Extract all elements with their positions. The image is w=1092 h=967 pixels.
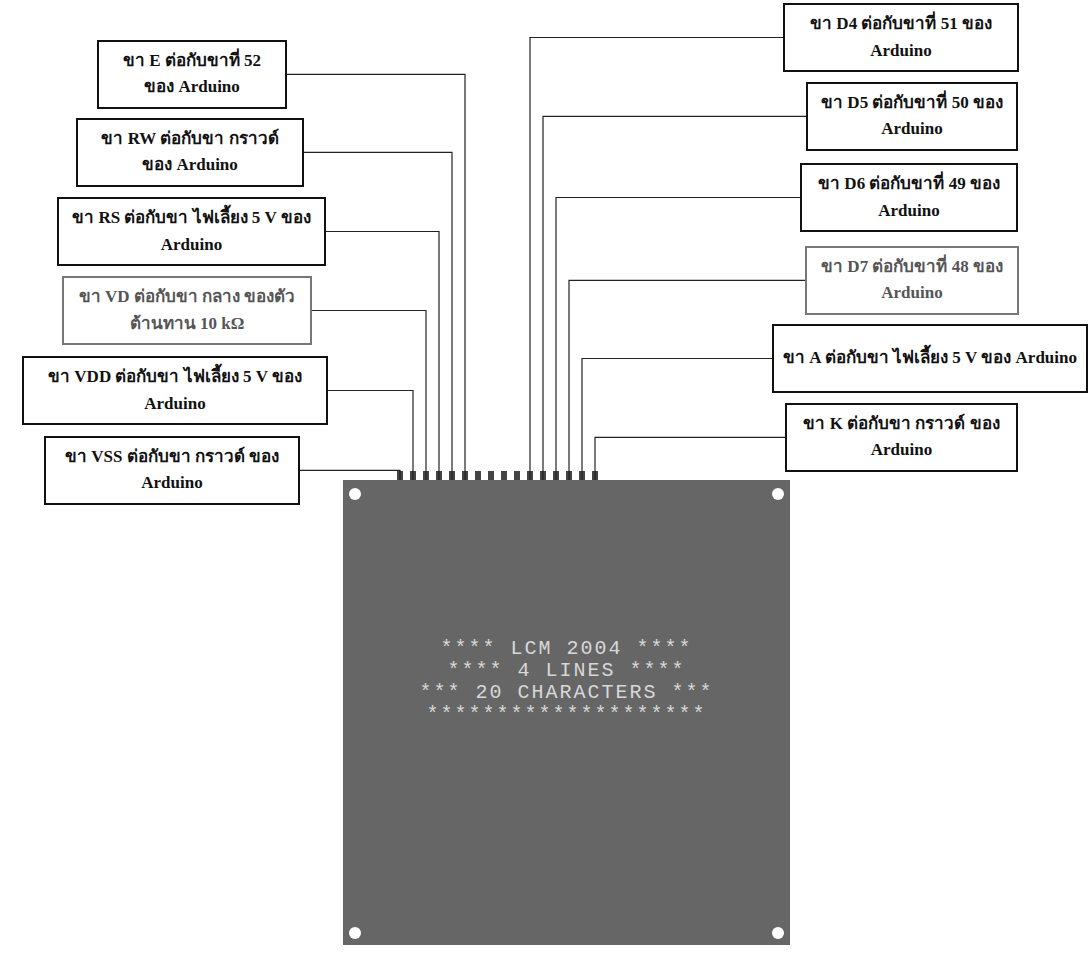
leader-wire xyxy=(595,437,785,480)
leader-wire xyxy=(312,311,426,481)
leader-wire xyxy=(328,391,413,481)
pin-description: ขา D5 ต่อกับขาที่ 50 ของ Arduino xyxy=(816,90,1008,143)
pin-description: ขา A ต่อกับขา ไฟเลี้ยง 5 V ของ Arduino xyxy=(782,345,1078,371)
leader-wire xyxy=(556,198,800,481)
pin-callout-box: ขา A ต่อกับขา ไฟเลี้ยง 5 V ของ Arduino xyxy=(772,324,1088,393)
leader-wire xyxy=(569,280,805,480)
leader-wire xyxy=(543,116,806,480)
pin-callout-box: ขา K ต่อกับขา กราวด์ ของ Arduino xyxy=(785,403,1018,472)
pin-callout-box: ขา RW ต่อกับขา กราวด์ ของ Arduino xyxy=(76,118,304,187)
pin-description: ขา RW ต่อกับขา กราวด์ ของ Arduino xyxy=(86,126,294,179)
mounting-hole xyxy=(349,488,361,500)
pin-callout-box: ขา D6 ต่อกับขาที่ 49 ของ Arduino xyxy=(800,163,1018,232)
pin-callout-box: ขา D5 ต่อกับขาที่ 50 ของ Arduino xyxy=(806,82,1018,151)
pin-callout-box: ขา D4 ต่อกับขาที่ 51 ของ Arduino xyxy=(783,3,1019,72)
display-line: **** LCM 2004 **** xyxy=(343,638,790,660)
display-line: *** 20 CHARACTERS *** xyxy=(343,682,790,704)
leader-wire xyxy=(300,470,400,480)
mounting-hole xyxy=(772,488,784,500)
pin-callout-box: ขา VSS ต่อกับขา กราวด์ ของ Arduino xyxy=(44,436,300,505)
pin-callout-box: ขา VD ต่อกับขา กลาง ของตัวต้านทาน 10 kΩ xyxy=(62,276,312,345)
leader-wire xyxy=(326,232,439,481)
pin-callout-box: ขา E ต่อกับขาที่ 52 ของ Arduino xyxy=(97,40,287,109)
pin-description: ขา VDD ต่อกับขา ไฟเลี้ยง 5 V ของ Arduino xyxy=(32,364,318,417)
connector-layer xyxy=(287,38,806,481)
pin-description: ขา D4 ต่อกับขาที่ 51 ของ Arduino xyxy=(793,11,1009,64)
pin-description: ขา VSS ต่อกับขา กราวด์ ของ Arduino xyxy=(54,444,290,497)
leader-wire xyxy=(530,38,783,481)
lcd-module: **** LCM 2004 ******** 4 LINES ******* 2… xyxy=(343,480,790,945)
pin-callout-box: ขา VDD ต่อกับขา ไฟเลี้ยง 5 V ของ Arduino xyxy=(22,356,328,425)
pin-description: ขา E ต่อกับขาที่ 52 ของ Arduino xyxy=(107,48,277,101)
leader-wire xyxy=(582,359,772,481)
mounting-hole xyxy=(772,927,784,939)
pin-description: ขา D7 ต่อกับขาที่ 48 ของ Arduino xyxy=(815,254,1009,307)
leader-wire xyxy=(304,152,452,480)
pin-description: ขา D6 ต่อกับขาที่ 49 ของ Arduino xyxy=(810,171,1008,224)
pin-callout-box: ขา D7 ต่อกับขาที่ 48 ของ Arduino xyxy=(805,246,1019,315)
pin-callout-box: ขา RS ต่อกับขา ไฟเลี้ยง 5 V ของ Arduino xyxy=(57,197,326,266)
pin-description: ขา RS ต่อกับขา ไฟเลี้ยง 5 V ของ Arduino xyxy=(67,205,316,258)
pin-description: ขา VD ต่อกับขา กลาง ของตัวต้านทาน 10 kΩ xyxy=(72,284,302,337)
mounting-hole xyxy=(349,927,361,939)
display-line: ******************** xyxy=(343,704,790,726)
display-line: **** 4 LINES **** xyxy=(343,660,790,682)
pin-description: ขา K ต่อกับขา กราวด์ ของ Arduino xyxy=(795,411,1008,464)
